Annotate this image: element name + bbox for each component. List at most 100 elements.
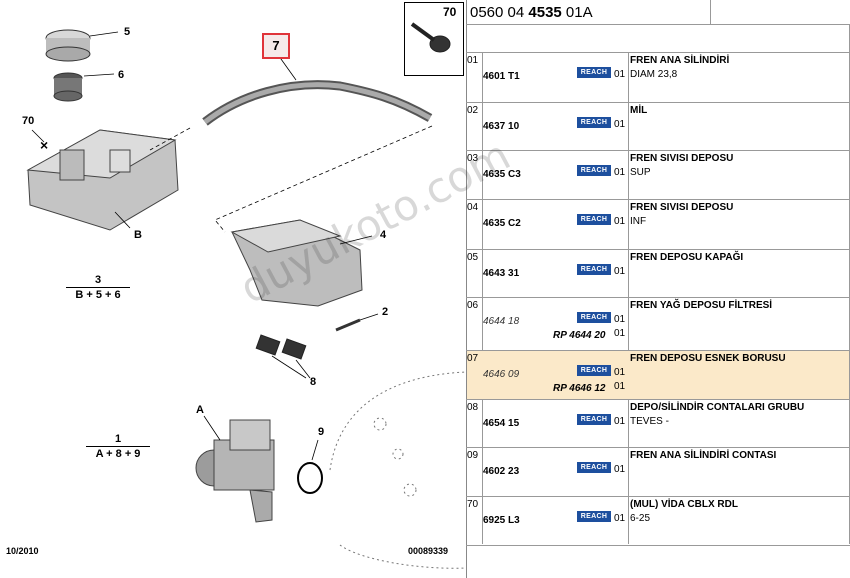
formula-1: 1 A + 8 + 9: [86, 433, 150, 460]
row-reference: 4635 C3: [483, 169, 521, 180]
row-quantity: 01: [614, 216, 626, 227]
row-code: 06: [467, 300, 479, 311]
row-description: FREN ANA SİLİNDİRİ CONTASI: [630, 450, 777, 461]
row-code: 03: [467, 153, 479, 164]
callout-a: A: [196, 404, 204, 416]
row-code: 70: [467, 499, 479, 510]
reach-badge: REACH: [577, 365, 611, 376]
row-divider: [466, 350, 850, 351]
row-divider: [466, 545, 850, 546]
row-reference: 4601 T1: [483, 71, 520, 82]
reach-badge: REACH: [577, 511, 611, 522]
seals-8: [255, 334, 311, 379]
header-divider: [710, 0, 711, 24]
formula-3-top: 3: [94, 274, 102, 286]
row-reference: 4602 23: [483, 466, 520, 477]
row-reference: 6925 L3: [483, 515, 520, 526]
footer-date: 10/2010: [6, 546, 39, 556]
row-replacement-qty: 01: [614, 381, 626, 392]
reach-badge: REACH: [577, 462, 611, 473]
parts-table-pane: [466, 0, 850, 578]
row-divider: [466, 249, 850, 250]
row-reference: 4644 18: [483, 316, 520, 327]
row-divider: [466, 399, 850, 400]
parts-diagram: ×: [6, 22, 466, 569]
reach-badge: REACH: [577, 117, 611, 128]
row-quantity: 01: [614, 69, 626, 80]
row-reference: 4654 15: [483, 418, 520, 429]
row-description: FREN ANA SİLİNDİRİ: [630, 55, 730, 66]
filter-6: [53, 72, 115, 102]
row-divider: [466, 102, 850, 103]
row-replacement-ref: RP 4646 12: [553, 383, 606, 394]
row-description-detail: TEVES -: [630, 416, 669, 427]
callout-70: 70: [22, 115, 35, 127]
part-number-header: 0560 04 4535 01A: [470, 4, 593, 21]
row-code: 01: [467, 55, 479, 66]
row-quantity: 01: [614, 266, 626, 277]
callout-4: 4: [380, 229, 387, 241]
row-code: 04: [467, 202, 479, 213]
row-divider: [466, 199, 850, 200]
row-description: FREN SIVISI DEPOSU: [630, 153, 734, 164]
row-reference: 4637 10: [483, 121, 520, 132]
row-code: 09: [467, 450, 479, 461]
callout-5: 5: [124, 26, 131, 38]
row-description: FREN YAĞ DEPOSU FİLTRESİ: [630, 300, 773, 311]
reach-badge: REACH: [577, 214, 611, 225]
callout-8: 8: [310, 376, 317, 388]
svg-text:×: ×: [40, 137, 48, 153]
row-quantity: 01: [614, 119, 626, 130]
row-description: FREN DEPOSU ESNEK BORUSU: [630, 353, 786, 364]
row-description: FREN SIVISI DEPOSU: [630, 202, 734, 213]
code-column-rule: [482, 52, 483, 544]
row-reference: 4646 09: [483, 369, 520, 380]
row-quantity: 01: [614, 367, 626, 378]
formula-1-bottom: A + 8 + 9: [95, 448, 141, 460]
row-description-detail: SUP: [630, 167, 651, 178]
row-description: (MUL) VİDA CBLX RDL: [630, 499, 738, 510]
callout-9: 9: [318, 426, 325, 438]
pin-2: [335, 313, 379, 332]
part-bold: 4535: [528, 4, 562, 21]
reach-badge: REACH: [577, 165, 611, 176]
row-divider: [466, 496, 850, 497]
master-cylinder-a: [195, 415, 275, 523]
footer-code: 00089339: [408, 546, 449, 556]
reach-badge: REACH: [577, 67, 611, 78]
row-description-detail: INF: [630, 216, 647, 227]
row-code: 02: [467, 105, 479, 116]
desc-column-rule: [628, 52, 629, 544]
row-description: DEPO/SİLİNDİR CONTALARI GRUBU: [630, 402, 805, 413]
formula-1-line: [86, 446, 150, 447]
row-description: FREN DEPOSU KAPAĞI: [630, 252, 744, 263]
screw-box-number: 70: [443, 5, 457, 19]
formula-3-line: [66, 287, 130, 288]
row-reference: 4643 31: [483, 268, 520, 279]
formula-3-bottom: B + 5 + 6: [75, 289, 121, 301]
brake-booster-outline: [329, 371, 466, 569]
reach-badge: REACH: [577, 312, 611, 323]
reservoir-assembly-b: ×: [26, 129, 179, 231]
row-divider: [466, 150, 850, 151]
callout-b: B: [134, 229, 142, 241]
table-top-rule: [466, 52, 850, 53]
row-replacement-qty: 01: [614, 328, 626, 339]
part-prefix: 0560 04: [470, 4, 529, 21]
callout-6: 6: [118, 69, 125, 81]
row-quantity: 01: [614, 314, 626, 325]
row-reference: 4635 C2: [483, 218, 521, 229]
reach-badge: REACH: [577, 414, 611, 425]
callout-7-highlighted: 7: [262, 33, 290, 59]
row-quantity: 01: [614, 513, 626, 524]
